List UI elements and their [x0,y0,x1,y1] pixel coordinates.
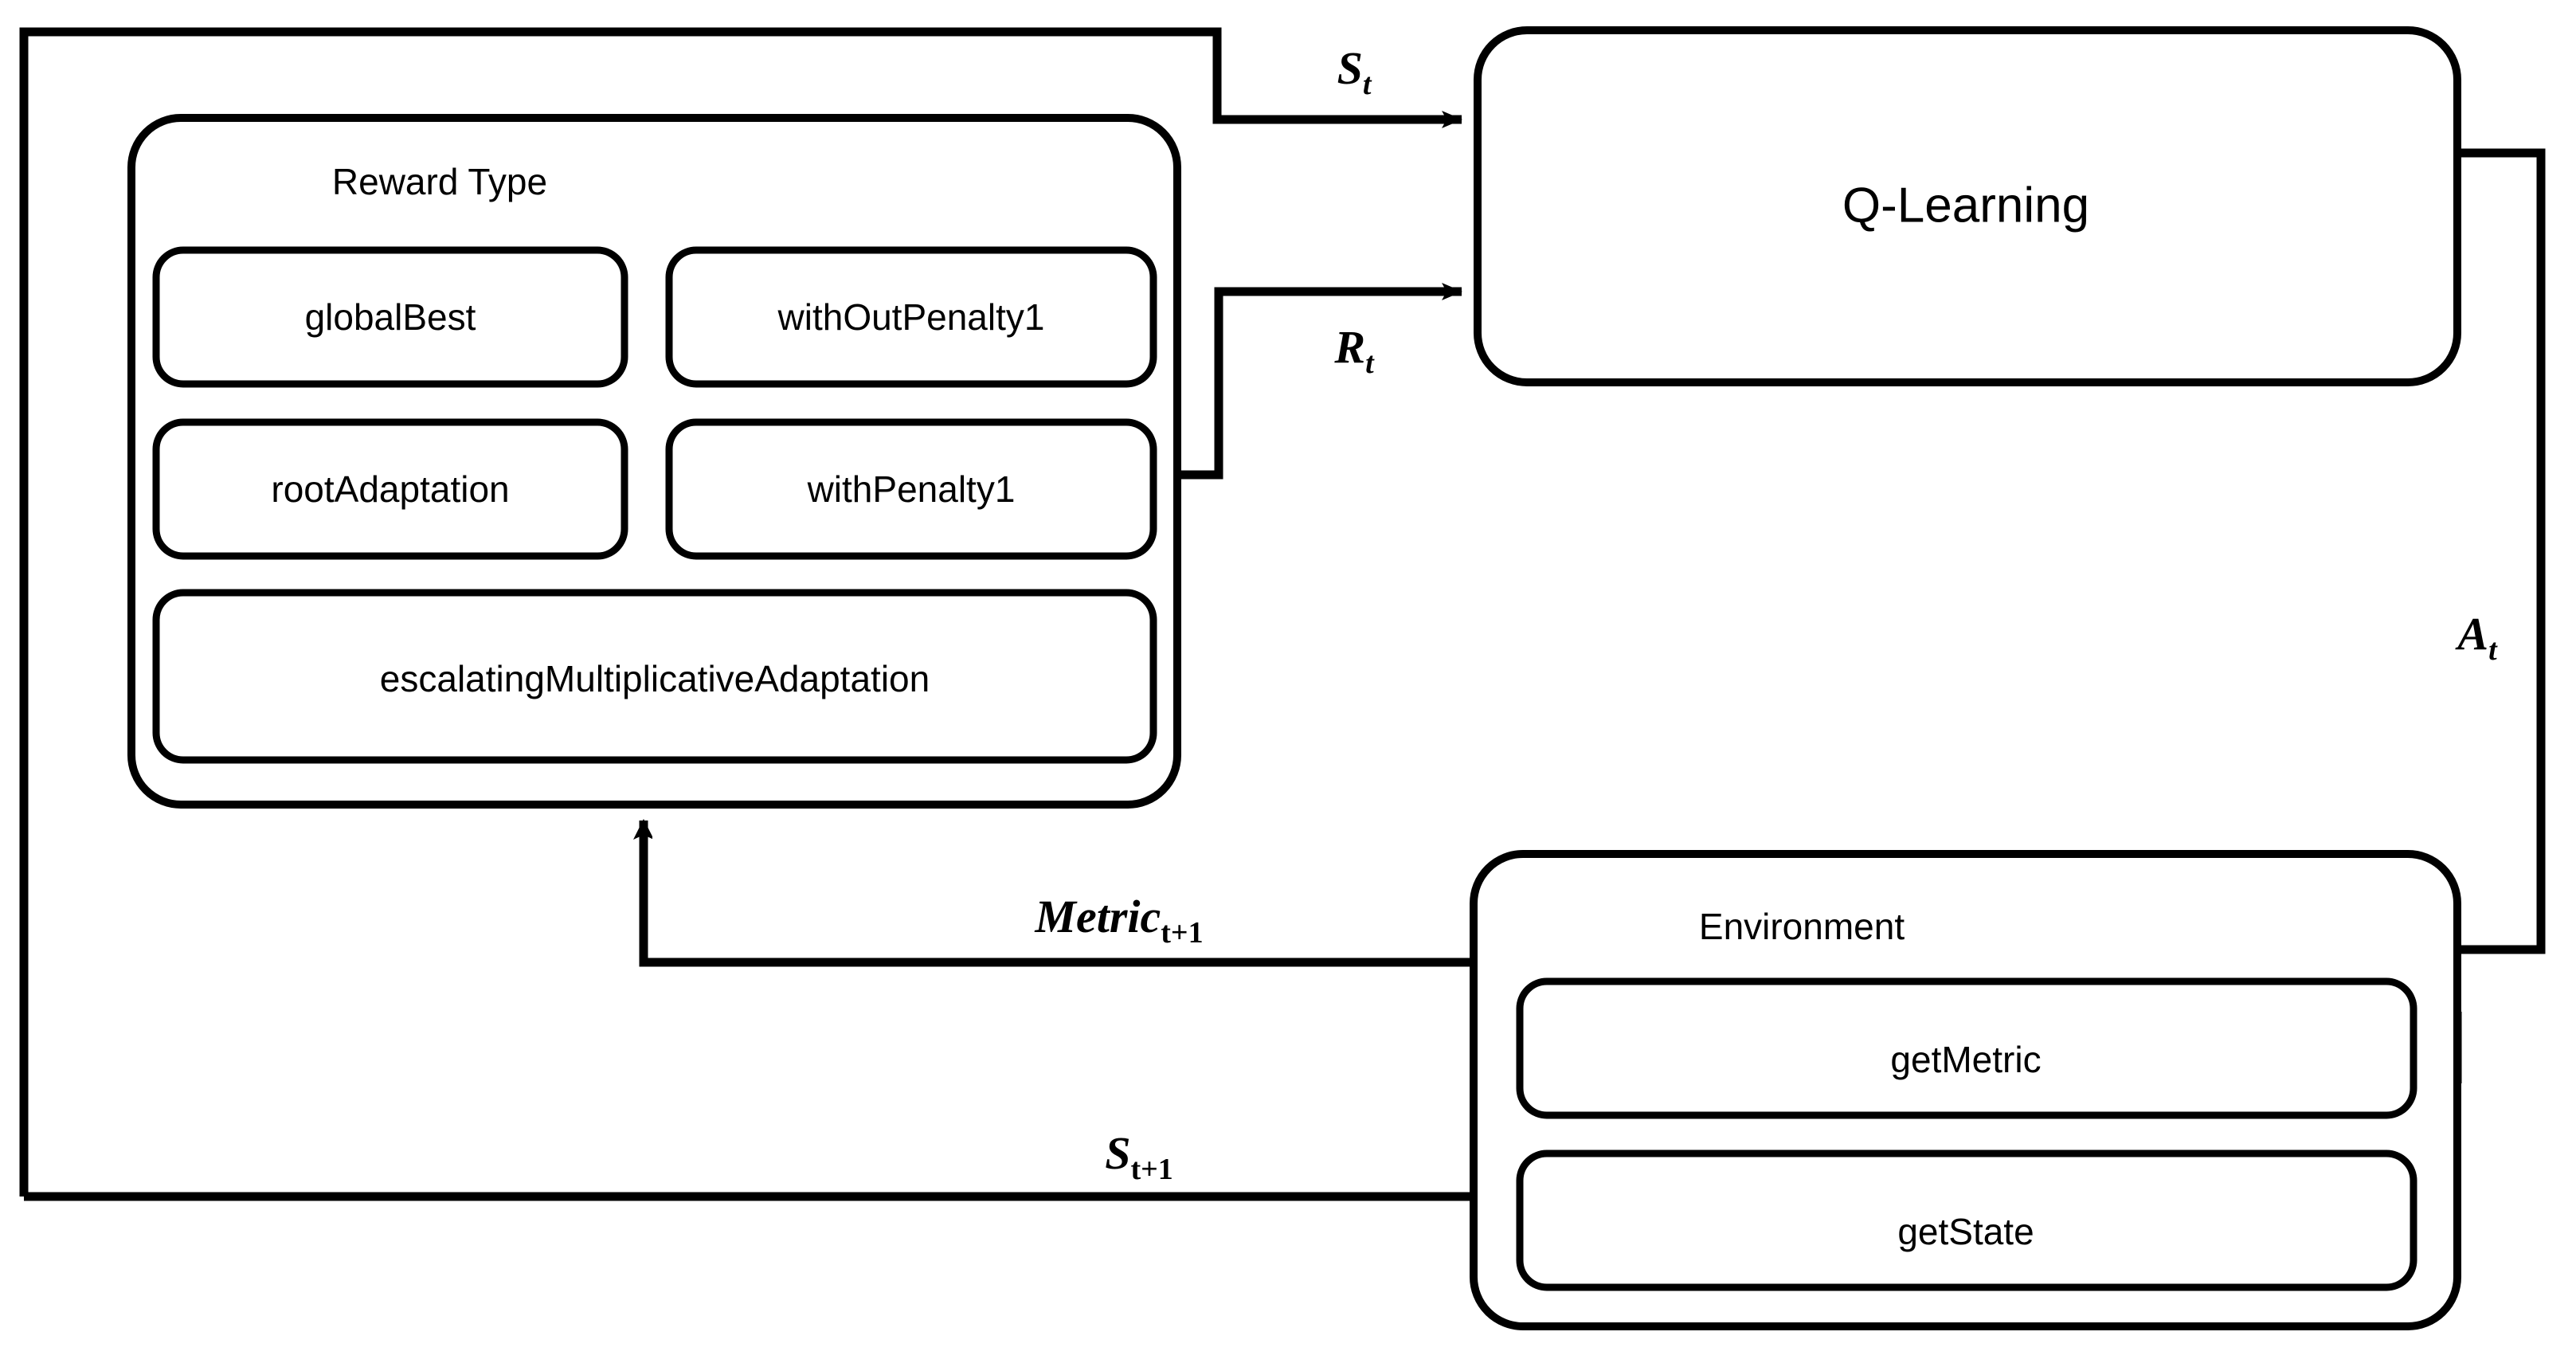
edge-symbol-s: S [1105,1127,1131,1180]
edge-subscript-t: t [2488,633,2497,667]
q-learning-title: Q-Learning [1842,178,2090,233]
edge-label-metric: Metrict+1 [1035,890,1203,950]
edge-symbol-metric: Metric [1035,891,1161,943]
edge-label-action: At [2457,607,2496,668]
reward-option-label-withpenalty1[interactable]: withPenalty1 [807,468,1016,510]
reward-option-label-withoutpenalty1[interactable]: withOutPenalty1 [777,296,1045,338]
edge-label-next-state: St+1 [1105,1126,1173,1187]
edge-symbol-a: A [2457,608,2489,660]
edge-state-in [19,27,1462,1197]
edge-subscript-tplus1: t+1 [1161,915,1204,950]
reward-option-box [665,418,1157,560]
reward-option-box [665,246,1157,388]
edge-label-state-in: St [1337,41,1372,102]
reward-option-label-rootadaptation[interactable]: rootAdaptation [271,468,510,510]
reward-option-box [152,418,628,560]
environment-method-box [1516,977,2417,1119]
edge-subscript-tplus1: t+1 [1130,1152,1173,1186]
environment-method-label-getstate[interactable]: getState [1897,1211,2034,1252]
edge-label-reward-in: Rt [1334,320,1373,381]
edge-symbol-r: R [1334,321,1366,374]
edge-reward-in [1177,283,1462,480]
reward-type-title: Reward Type [331,161,548,202]
reward-option-box [152,246,628,388]
q-learning-box [1474,26,2461,386]
environment-method-box [1516,1150,2417,1291]
edge-subscript-t: t [1365,346,1374,380]
environment-method-label-getmetric[interactable]: getMetric [1890,1039,2042,1080]
reward-option-label-globalbest[interactable]: globalBest [304,296,476,338]
environment-title: Environment [1698,906,1905,947]
reward-option-box [152,589,1157,764]
edge-symbol-s: S [1337,42,1363,95]
edge-metric [644,821,1474,967]
reward-option-label-escalatingmultiplicativeadaptation[interactable]: escalatingMultiplicativeAdaptation [379,658,930,699]
edge-subscript-t: t [1362,67,1372,101]
